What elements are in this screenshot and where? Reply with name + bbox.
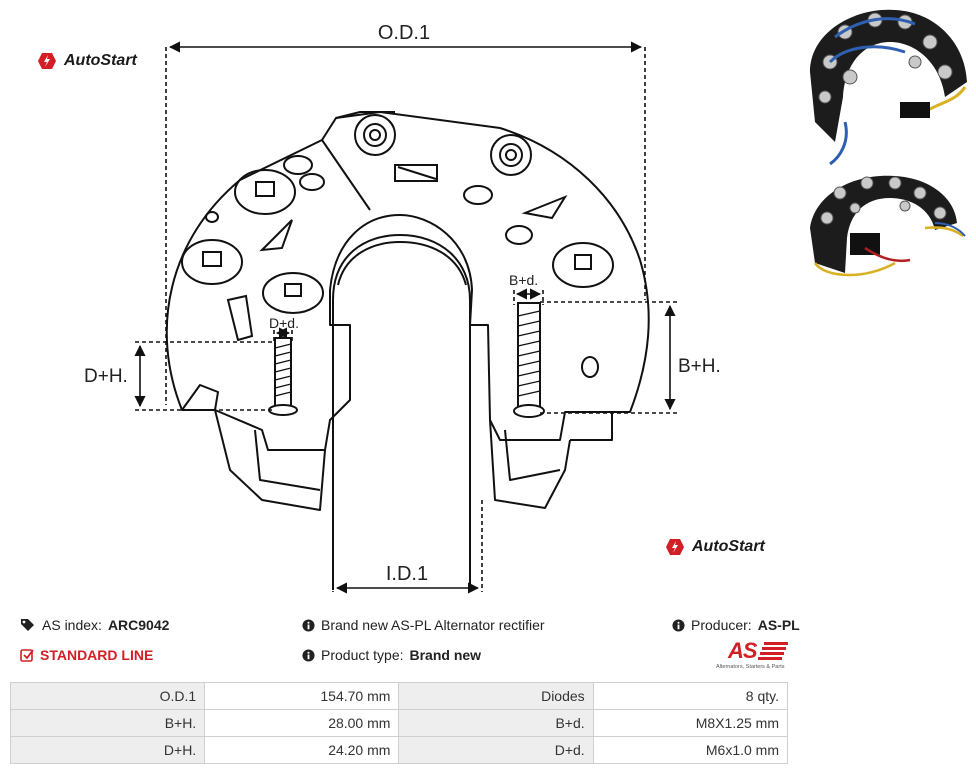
as-index-row: AS index: ARC9042 <box>20 617 169 633</box>
autostart-logo-icon <box>666 539 684 555</box>
spec-key: B+H. <box>9 709 206 737</box>
inner-channel <box>332 234 471 590</box>
id1-label: I.D.1 <box>386 563 428 585</box>
bd-label: B+d. <box>509 272 538 288</box>
table-row: D+H. 24.20 mm D+d. M6x1.0 mm <box>9 736 789 764</box>
producer-logo-stripes <box>758 642 788 660</box>
spec-value: 154.70 mm <box>204 682 400 710</box>
spec-key: D+H. <box>9 736 206 764</box>
rectifier-outline <box>165 111 650 451</box>
spec-key: O.D.1 <box>9 682 206 710</box>
as-index-label: AS index: <box>42 617 102 633</box>
table-row: O.D.1 154.70 mm Diodes 8 qty. <box>9 682 789 710</box>
autostart-logo-text: AutoStart <box>64 52 137 69</box>
product-type-label: Product type: <box>321 647 404 663</box>
bh-label: B+H. <box>678 356 721 377</box>
info-icon <box>672 618 685 632</box>
as-index-value: ARC9042 <box>107 617 170 633</box>
spec-value: 8 qty. <box>592 682 789 710</box>
dd-label: D+d. <box>269 315 299 331</box>
tag-icon <box>21 619 34 631</box>
product-type-value: Brand new <box>409 647 482 663</box>
product-photo-top[interactable] <box>805 2 970 167</box>
standard-line-label: STANDARD LINE <box>40 647 154 663</box>
product-photo-bottom[interactable] <box>805 168 970 283</box>
product-description: Brand new AS-PL Alternator rectifier <box>321 617 545 633</box>
checkbox-icon <box>20 649 34 662</box>
table-row: B+H. 28.00 mm B+d. M8X1.25 mm <box>9 709 789 737</box>
producer-logo: AS Alternators, Starters & Parts <box>716 638 792 672</box>
producer-logo-text: AS <box>728 638 758 663</box>
dh-label: D+H. <box>84 366 128 387</box>
left-leg <box>214 409 326 511</box>
spec-value: M8X1.25 mm <box>592 709 789 737</box>
info-icon <box>302 648 315 662</box>
producer-label: Producer: <box>691 617 752 633</box>
spec-key: Diodes <box>398 682 594 710</box>
info-icon <box>302 618 315 632</box>
spec-value: M6x1.0 mm <box>592 736 789 764</box>
producer-logo-tagline: Alternators, Starters & Parts <box>716 664 785 670</box>
autostart-logo-bottom: AutoStart <box>664 537 765 557</box>
autostart-logo-icon <box>38 53 56 69</box>
autostart-logo-text: AutoStart <box>692 538 765 555</box>
rectifier-technical-drawing: O.D.1 I.D.1 B+H. D+H. B+d. D+d. <box>84 22 721 594</box>
standard-line-row: STANDARD LINE <box>20 647 153 663</box>
spec-value: 24.20 mm <box>204 736 400 764</box>
specs-table: O.D.1 154.70 mm Diodes 8 qty. B+H. 28.00… <box>9 682 789 764</box>
spec-key: D+d. <box>398 736 594 764</box>
od1-label: O.D.1 <box>378 22 430 44</box>
spec-value: 28.00 mm <box>204 709 400 737</box>
producer-row: Producer: AS-PL <box>672 617 800 633</box>
producer-value: AS-PL <box>757 617 800 633</box>
autostart-logo-top: AutoStart <box>36 51 137 71</box>
description-row: Brand new AS-PL Alternator rectifier <box>302 617 545 633</box>
spec-key: B+d. <box>398 709 594 737</box>
right-leg <box>489 419 571 509</box>
product-type-row: Product type: Brand new <box>302 647 481 663</box>
